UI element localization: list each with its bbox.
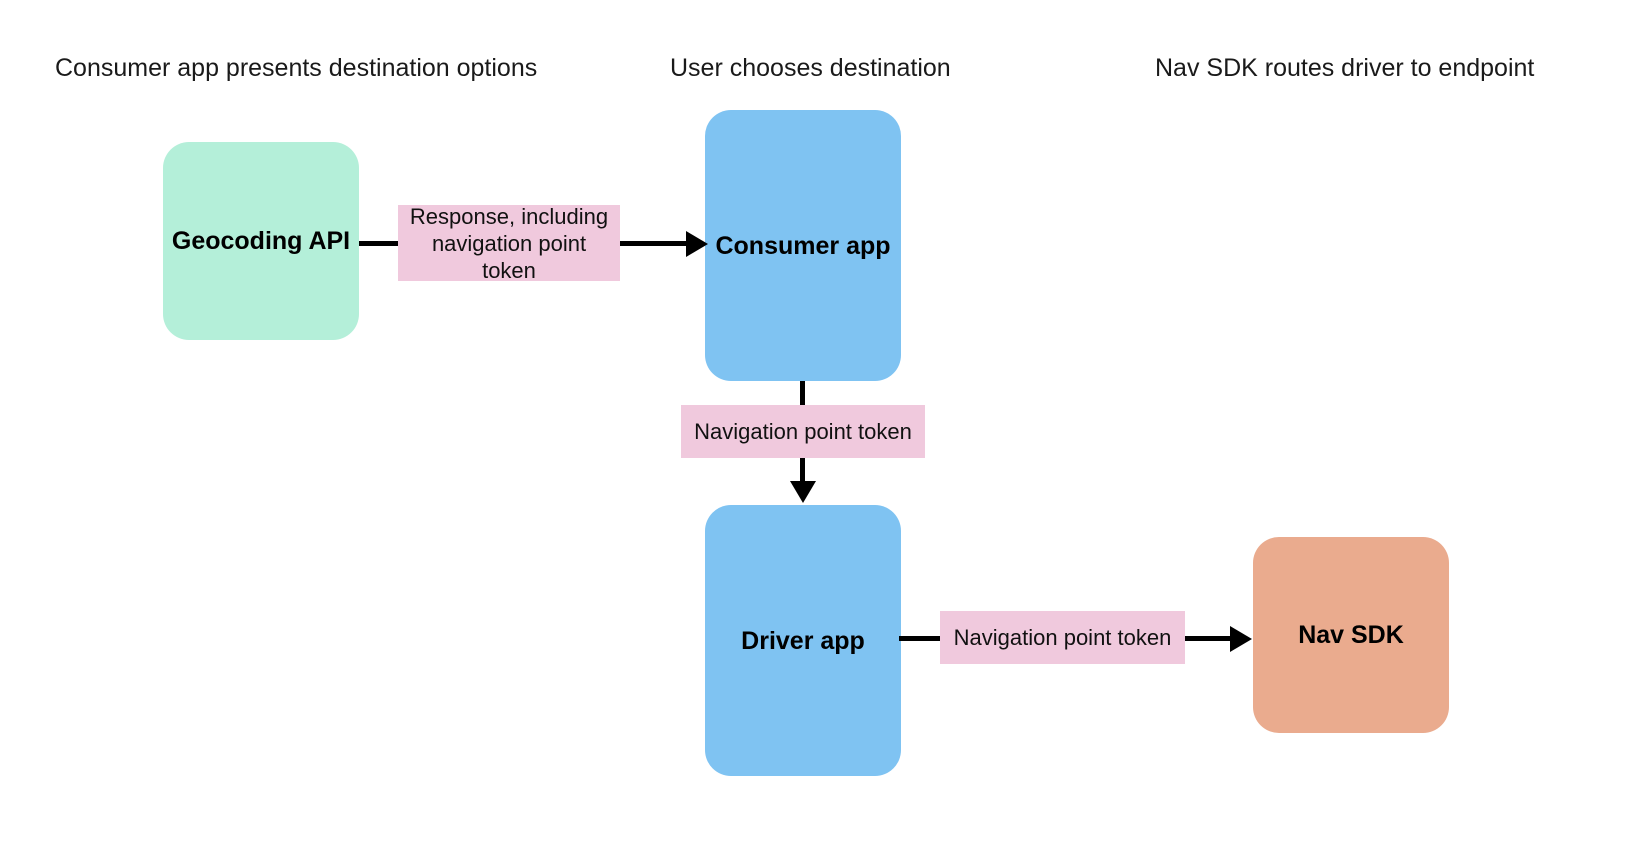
connector-label-to-consumer (620, 241, 686, 246)
edge-label-navigation-point-token-horizontal: Navigation point token (940, 611, 1185, 664)
node-nav-sdk[interactable]: Nav SDK (1253, 537, 1449, 733)
column-header-right: Nav SDK routes driver to endpoint (1155, 54, 1535, 82)
node-geocoding-api-label: Geocoding API (171, 227, 351, 255)
node-driver-app-label: Driver app (741, 626, 865, 655)
connector-consumer-to-label (800, 381, 805, 409)
connector-driver-to-label (899, 636, 944, 641)
column-header-middle: User chooses destination (670, 54, 951, 82)
node-consumer-app-label: Consumer app (715, 231, 891, 260)
edge-label-navigation-point-token-horizontal-text: Navigation point token (953, 625, 1172, 650)
edge-label-navigation-point-token-vertical-text: Navigation point token (694, 419, 912, 444)
connector-geocoding-to-label (359, 241, 419, 246)
edge-label-response-navigation-point-token: Response, including navigation point tok… (398, 203, 620, 283)
column-header-left: Consumer app presents destination option… (55, 54, 538, 82)
node-geocoding-api[interactable]: Geocoding API (163, 142, 359, 340)
node-consumer-app[interactable]: Consumer app (705, 110, 901, 381)
arrow-right-icon-to-consumer-app (686, 231, 708, 257)
node-driver-app[interactable]: Driver app (705, 505, 901, 776)
node-nav-sdk-label: Nav SDK (1298, 621, 1404, 649)
connector-label-to-nav-sdk (1185, 636, 1230, 641)
arrow-right-icon-to-nav-sdk (1230, 626, 1252, 652)
edge-label-navigation-point-token-vertical: Navigation point token (681, 405, 925, 458)
edge-label-response-text: Response, including navigation point tok… (409, 203, 609, 283)
arrow-down-icon-to-driver-app (790, 481, 816, 503)
connector-label-to-driver (800, 458, 805, 488)
